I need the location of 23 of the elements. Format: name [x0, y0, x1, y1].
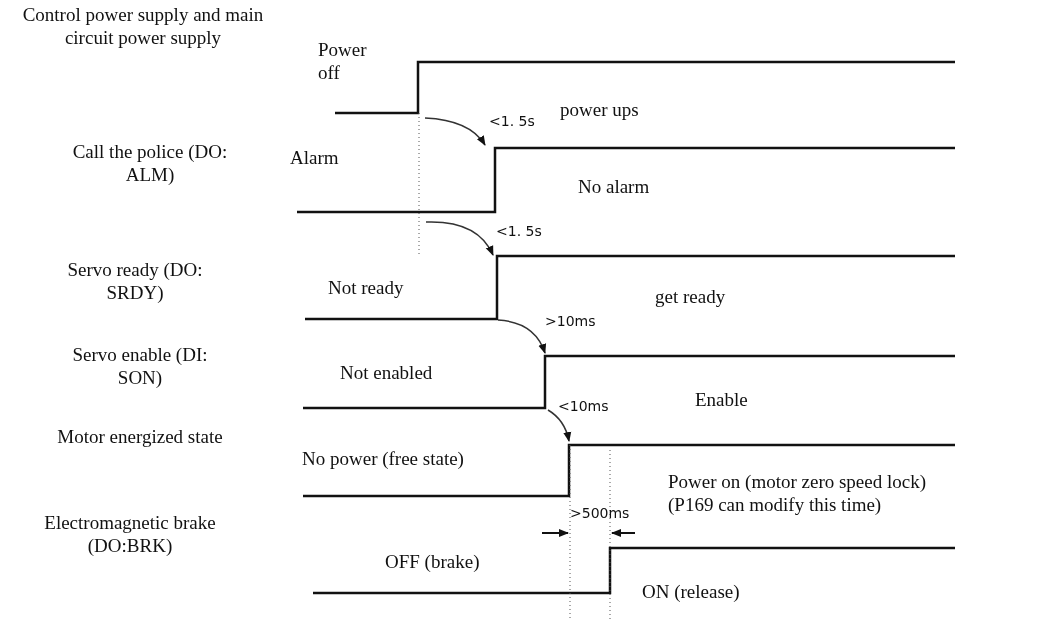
signal-name: Motor energized state [56, 425, 224, 448]
timing-label: <1. 5s [496, 223, 542, 239]
state-label: power ups [560, 98, 640, 121]
state-label: Not ready [328, 276, 405, 299]
timing-label: >10ms [545, 313, 596, 329]
signal-name: Servo enable (DI: SON) [71, 343, 209, 389]
state-label: Power off [318, 38, 368, 84]
signal-name: Call the police (DO: ALM) [71, 140, 229, 186]
state-label: No alarm [578, 175, 651, 198]
timing-label: >500ms [570, 505, 630, 521]
signal-name: Servo ready (DO: SRDY) [66, 258, 204, 304]
state-label: Not enabled [340, 361, 434, 384]
state-label: OFF (brake) [385, 550, 481, 573]
state-label: Enable [695, 388, 749, 411]
signal-name: Control power supply and main circuit power supply [21, 3, 265, 49]
note-text: Power on (motor zero speed lock) (P169 can modify this time) [668, 470, 927, 516]
state-label: get ready [655, 285, 727, 308]
timing-label: <10ms [558, 398, 609, 414]
state-label: No power (free state) [302, 447, 465, 470]
state-label: Alarm [290, 146, 340, 169]
timing-label: <1. 5s [489, 113, 535, 129]
state-label: ON (release) [642, 580, 741, 603]
signal-name: Electromagnetic brake (DO:BRK) [43, 511, 217, 557]
